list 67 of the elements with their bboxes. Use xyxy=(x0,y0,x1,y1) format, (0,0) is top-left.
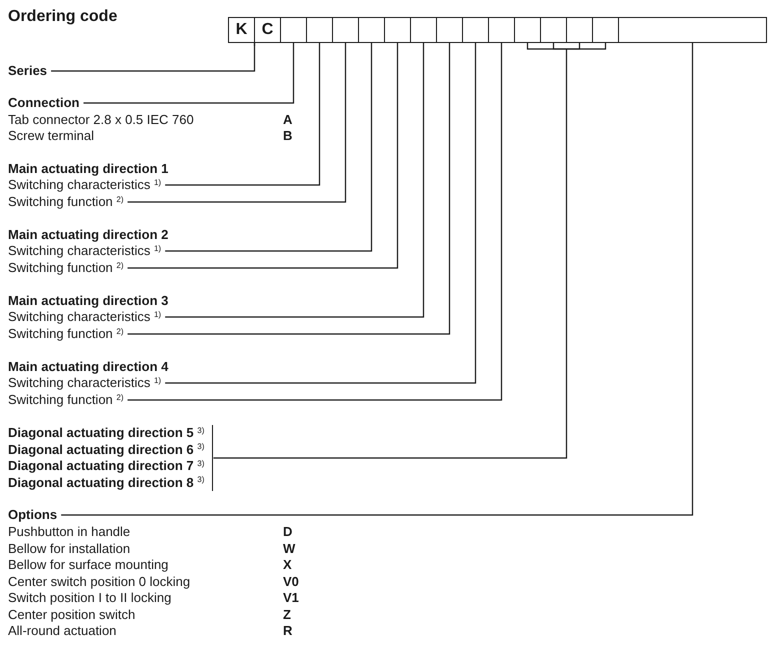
parameter-label: Switching function $^{2)}$ xyxy=(8,260,128,276)
code-cell xyxy=(514,17,541,43)
code-cell xyxy=(462,17,489,43)
code-cell xyxy=(280,17,307,43)
direction-heading: Diagonal actuating direction 8 $^{3)}$ xyxy=(8,474,204,491)
code-cell xyxy=(618,17,767,43)
option-code: D xyxy=(283,524,292,540)
leader-line xyxy=(128,43,346,203)
code-cell xyxy=(384,17,411,43)
option-label: Bellow for installation xyxy=(8,540,130,556)
leader-line xyxy=(128,43,398,269)
option-code: W xyxy=(283,540,296,556)
option-code: Z xyxy=(283,606,291,622)
bracket-group xyxy=(8,425,214,491)
option-label: Bellow for surface mounting xyxy=(8,557,168,573)
leader-line xyxy=(61,43,694,516)
leader-line xyxy=(213,43,606,459)
diagram-title: Ordering code xyxy=(8,7,118,27)
option-code: R xyxy=(283,623,292,639)
option-code: V0 xyxy=(283,574,299,590)
parameter-label: Switching function $^{2)}$ xyxy=(8,194,128,210)
leader-line xyxy=(128,43,502,401)
parameter-label: Switching characteristics $^{1)}$ xyxy=(8,243,166,259)
section-heading: Main actuating direction 4 xyxy=(8,359,168,375)
option-label: Tab connector 2.8 x 0.5 IEC 760 xyxy=(8,112,194,128)
leader-line xyxy=(51,43,256,72)
parameter-label: Switching characteristics $^{1)}$ xyxy=(8,309,166,325)
section-heading: Series xyxy=(8,63,52,79)
option-label: Screw terminal xyxy=(8,128,94,144)
code-cell xyxy=(488,17,515,43)
section-heading: Connection xyxy=(8,95,84,111)
code-cell: K xyxy=(228,17,255,43)
option-code: A xyxy=(283,112,292,128)
direction-heading: Diagonal actuating direction 7 $^{3)}$ xyxy=(8,458,204,474)
section-heading: Options xyxy=(8,507,62,523)
option-code: B xyxy=(283,128,292,144)
option-code: V1 xyxy=(283,590,299,606)
leader-line xyxy=(84,43,294,104)
code-cell xyxy=(592,17,619,43)
option-label: Pushbutton in handle xyxy=(8,524,130,540)
parameter-label: Switching characteristics $^{1)}$ xyxy=(8,177,166,193)
leader-line xyxy=(165,43,476,384)
parameter-label: Switching characteristics $^{1)}$ xyxy=(8,375,166,391)
option-label: Switch position I to II locking xyxy=(8,590,172,606)
direction-heading: Diagonal actuating direction 5 $^{3)}$ xyxy=(8,425,204,442)
parameter-label: Switching function $^{2)}$ xyxy=(8,392,128,408)
leader-line xyxy=(165,43,320,186)
leader-line xyxy=(165,43,424,318)
parameter-label: Switching function $^{2)}$ xyxy=(8,326,128,342)
code-cell xyxy=(540,17,567,43)
leader-line xyxy=(128,43,450,335)
direction-heading: Diagonal actuating direction 6 $^{3)}$ xyxy=(8,442,204,458)
code-cell xyxy=(358,17,385,43)
leader-line xyxy=(165,43,372,252)
code-cell xyxy=(332,17,359,43)
code-cell xyxy=(436,17,463,43)
code-cell xyxy=(306,17,333,43)
option-label: Center position switch xyxy=(8,606,136,622)
code-cell xyxy=(566,17,593,43)
section-heading: Main actuating direction 2 xyxy=(8,227,168,243)
option-label: Center switch position 0 locking xyxy=(8,574,190,590)
code-cell: C xyxy=(254,17,281,43)
option-code: X xyxy=(283,557,292,573)
code-cell xyxy=(410,17,437,43)
section-heading: Main actuating direction 1 xyxy=(8,161,168,177)
option-label: All-round actuation xyxy=(8,623,116,639)
section-heading: Main actuating direction 3 xyxy=(8,293,168,309)
